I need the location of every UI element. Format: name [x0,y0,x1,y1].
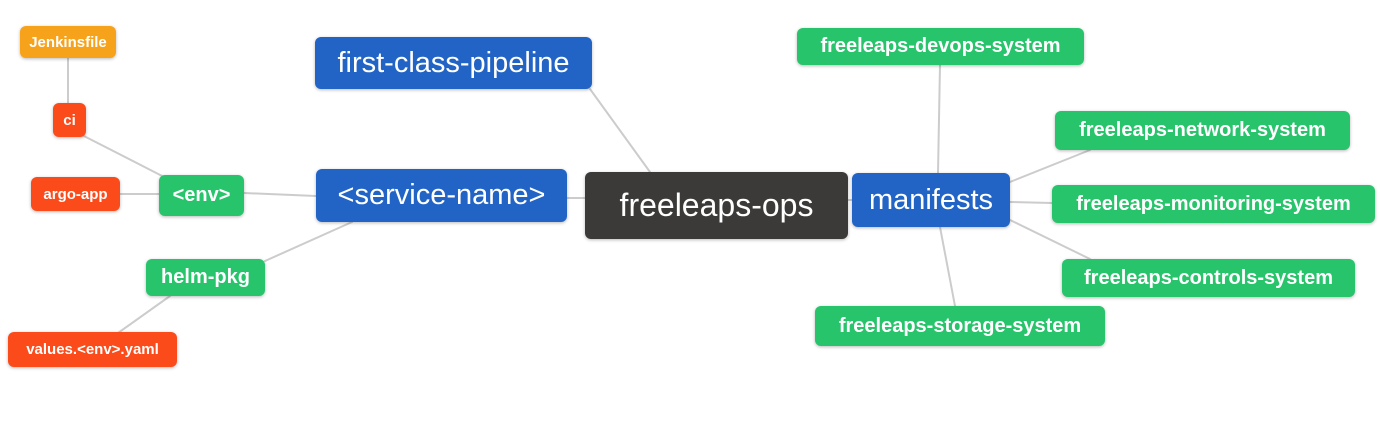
node-first-class-pipeline[interactable]: first-class-pipeline [315,37,592,89]
edge-manifests-network [1009,149,1091,183]
edge-manifests-storage [939,226,956,307]
node-helm-pkg[interactable]: helm-pkg [146,259,265,296]
edge-manifests-devops [937,64,941,174]
node-jenkinsfile[interactable]: Jenkinsfile [20,26,116,58]
edge-env-service-name [243,192,317,197]
edge-pipeline-ops [589,88,651,173]
edge-manifests-monitoring [1009,201,1053,204]
node-network-system[interactable]: freeleaps-network-system [1055,111,1350,150]
node-controls-system[interactable]: freeleaps-controls-system [1062,259,1355,297]
edge-service-name-helm-pkg [264,221,353,262]
node-argo-app[interactable]: argo-app [31,177,120,211]
node-storage-system[interactable]: freeleaps-storage-system [815,306,1105,346]
node-values-env-yaml[interactable]: values.<env>.yaml [8,332,177,367]
node-freeleaps-ops[interactable]: freeleaps-ops [585,172,848,239]
node-service-name[interactable]: <service-name> [316,169,567,222]
node-monitoring-system[interactable]: freeleaps-monitoring-system [1052,185,1375,223]
edge-helm-pkg-values [117,295,171,334]
node-ci[interactable]: ci [53,103,86,137]
node-manifests[interactable]: manifests [852,173,1010,227]
edge-ci-env [77,132,169,180]
edge-manifests-controls [1009,219,1091,260]
node-env[interactable]: <env> [159,175,244,216]
node-devops-system[interactable]: freeleaps-devops-system [797,28,1084,65]
